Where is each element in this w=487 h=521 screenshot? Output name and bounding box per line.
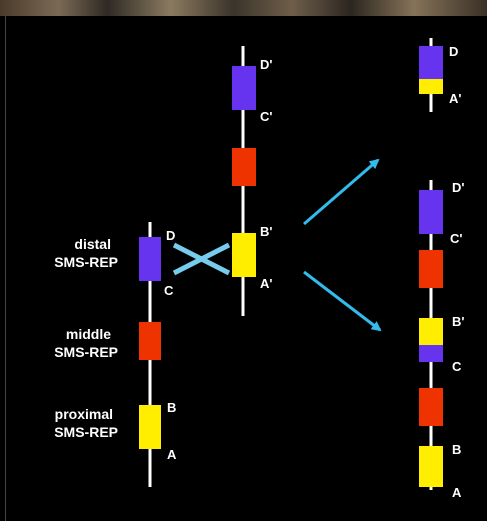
- center-marker-C: C': [260, 109, 272, 124]
- bottom-product-marker-C-lower: C: [452, 359, 462, 374]
- left-middle-block: [139, 322, 161, 360]
- left-marker-D: D: [166, 228, 175, 243]
- arrow-to-bottom-product: [303, 270, 382, 332]
- bottom-product-marker-D: D': [452, 180, 464, 195]
- left-chromosome: distal SMS-REP middle SMS-REP proximal S…: [54, 222, 177, 487]
- bottom-product-hybrid-yellow: [419, 318, 443, 345]
- bottom-product-distal-block: [419, 190, 443, 234]
- middle-sublabel: SMS-REP: [54, 344, 118, 360]
- bottom-product-hybrid-purple: [419, 345, 443, 362]
- crossover-line-2: [172, 242, 231, 276]
- bottom-product-marker-A: A: [452, 485, 462, 500]
- left-proximal-block: [139, 405, 161, 449]
- top-product-marker-D: D: [449, 44, 458, 59]
- left-distal-block: [139, 237, 161, 281]
- center-proximal-block: [232, 233, 256, 277]
- center-middle-block: [232, 148, 256, 186]
- top-product-distal-block: [419, 46, 443, 79]
- proximal-sublabel: SMS-REP: [54, 424, 118, 440]
- distal-label: distal: [74, 236, 111, 252]
- bottom-product-middle-block-upper: [419, 250, 443, 288]
- center-marker-B: B': [260, 224, 272, 239]
- proximal-label: proximal: [55, 406, 113, 422]
- top-product-marker-A: A': [449, 91, 461, 106]
- bottom-product-marker-B: B': [452, 314, 464, 329]
- arrow-to-top-product: [303, 158, 380, 226]
- bottom-product-marker-C: C': [450, 231, 462, 246]
- left-marker-B: B: [167, 400, 176, 415]
- bottom-product-proximal-block: [419, 446, 443, 487]
- bottom-product-middle-block-lower: [419, 388, 443, 426]
- top-product-proximal-block: [419, 79, 443, 94]
- center-distal-block: [232, 66, 256, 110]
- bottom-product-marker-B-lower: B: [452, 442, 461, 457]
- crossover-x: [172, 242, 231, 276]
- photo-strip: [0, 0, 487, 16]
- center-marker-A: A': [260, 276, 272, 291]
- bottom-product-chromosome: D' C' B' C B A: [419, 180, 464, 500]
- distal-sublabel: SMS-REP: [54, 254, 118, 270]
- top-product-chromosome: D A': [419, 38, 461, 112]
- left-marker-C: C: [164, 283, 174, 298]
- left-marker-A: A: [167, 447, 177, 462]
- middle-label: middle: [66, 326, 111, 342]
- center-marker-D: D': [260, 57, 272, 72]
- center-chromosome: D' C' B' A': [232, 46, 272, 316]
